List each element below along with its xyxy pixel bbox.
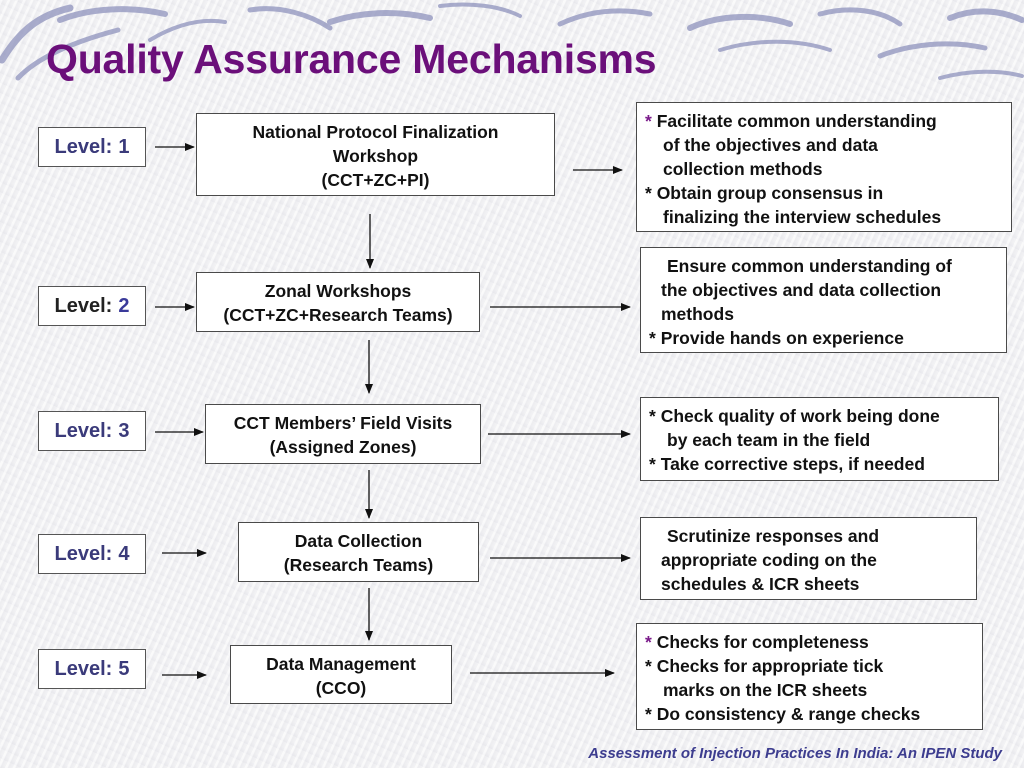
process-line: (CCT+ZC+Research Teams) <box>223 305 453 325</box>
detail-line: Scrutinize responses and <box>667 526 880 546</box>
level-3-label: Level:3 <box>38 411 146 451</box>
level-4-label: Level:4 <box>38 534 146 574</box>
process-box-data-management: Data Management (CCO) <box>230 645 452 704</box>
level-number: 4 <box>118 542 130 565</box>
level-number: 3 <box>118 419 130 442</box>
detail-line: * Obtain group consensus in <box>645 183 884 203</box>
detail-line: the objectives and data collection <box>661 280 942 300</box>
detail-line: of the objectives and data <box>663 135 878 155</box>
process-line: (Assigned Zones) <box>269 437 417 457</box>
page-title: Quality Assurance Mechanisms <box>46 36 657 82</box>
detail-line: Ensure common understanding of <box>667 256 952 276</box>
process-line: (CCO) <box>315 678 367 698</box>
detail-line: finalizing the interview schedules <box>663 207 942 227</box>
detail-line: * Take corrective steps, if needed <box>649 454 925 474</box>
level-number: 1 <box>118 135 130 158</box>
detail-line: * Checks for completeness <box>645 632 869 652</box>
process-line: Workshop <box>332 146 419 166</box>
detail-line: * Checks for appropriate tick <box>645 656 884 676</box>
detail-line: * Facilitate common understanding <box>645 111 937 131</box>
level-5-label: Level:5 <box>38 649 146 689</box>
objectives-box-level-1: * Facilitate common understanding of the… <box>636 102 1012 232</box>
process-line: Data Management <box>266 654 416 674</box>
process-box-cct-field-visits: CCT Members’ Field Visits (Assigned Zone… <box>205 404 481 464</box>
decorative-swirls <box>0 2 1024 81</box>
process-box-zonal-workshops: Zonal Workshops (CCT+ZC+Research Teams) <box>196 272 480 332</box>
level-word: Level: <box>54 419 113 442</box>
process-line: Data Collection <box>294 531 423 551</box>
detail-line: * Do consistency & range checks <box>645 704 921 724</box>
objectives-box-level-3: * Check quality of work being done by ea… <box>640 397 999 481</box>
level-2-label: Level:2 <box>38 286 146 326</box>
detail-line: * Provide hands on experience <box>649 328 904 348</box>
process-line: National Protocol Finalization <box>252 122 499 142</box>
level-number: 2 <box>118 294 130 317</box>
process-box-data-collection: Data Collection (Research Teams) <box>238 522 479 582</box>
process-line: Zonal Workshops <box>264 281 412 301</box>
detail-line: methods <box>661 304 734 324</box>
level-number: 5 <box>118 657 130 680</box>
level-word: Level: <box>54 135 113 158</box>
detail-line: * Check quality of work being done <box>649 406 940 426</box>
detail-line: by each team in the field <box>667 430 871 450</box>
level-1-label: Level:1 <box>38 127 146 167</box>
level-word: Level: <box>54 542 113 565</box>
objectives-box-level-2: Ensure common understanding of the objec… <box>640 247 1007 353</box>
detail-line: appropriate coding on the <box>661 550 877 570</box>
process-line: (CCT+ZC+PI) <box>321 170 430 190</box>
process-box-national-protocol-workshop: National Protocol Finalization Workshop … <box>196 113 555 196</box>
footer-citation: Assessment of Injection Practices In Ind… <box>588 745 1002 762</box>
process-line: (Research Teams) <box>283 555 434 575</box>
detail-line: collection methods <box>663 159 823 179</box>
detail-line: schedules & ICR sheets <box>661 574 860 594</box>
process-line: CCT Members’ Field Visits <box>233 413 453 433</box>
detail-line: marks on the ICR sheets <box>663 680 868 700</box>
objectives-box-level-5: * Checks for completeness * Checks for a… <box>636 623 983 730</box>
objectives-box-level-4: Scrutinize responses and appropriate cod… <box>640 517 977 600</box>
level-word: Level: <box>54 294 113 317</box>
level-word: Level: <box>54 657 113 680</box>
